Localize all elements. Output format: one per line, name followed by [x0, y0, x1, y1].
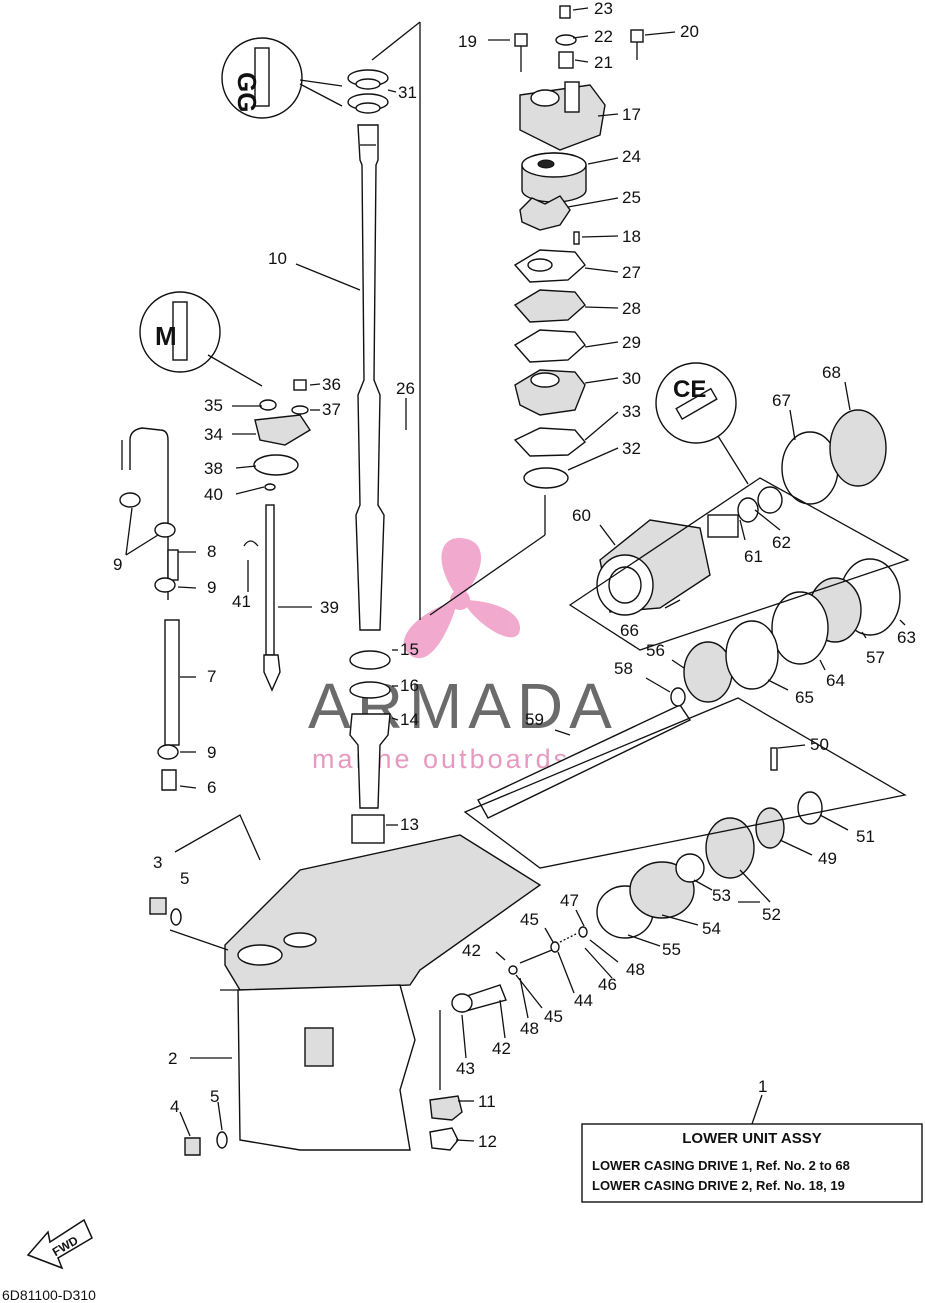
part-label: 41: [232, 592, 251, 611]
part-label: 5: [180, 869, 189, 888]
part-label: 33: [622, 402, 641, 421]
leader-lines: [125, 7, 906, 1142]
part-label: 24: [622, 147, 641, 166]
part-label: 46: [598, 975, 617, 994]
part-label: 57: [866, 648, 885, 667]
part-label: 66: [620, 621, 639, 640]
part-label: 8: [207, 542, 216, 561]
svg-text:CE: CE: [673, 376, 706, 403]
propeller-shaft-group: [451, 641, 907, 1013]
part-label: 47: [560, 891, 579, 910]
part-label: 25: [622, 188, 641, 207]
propeller-logo-icon: [403, 538, 520, 659]
lubricant-callout-right: CE: [655, 362, 749, 485]
part-label: 67: [772, 391, 791, 410]
part-label: 58: [614, 659, 633, 678]
part-label: 63: [897, 628, 916, 647]
part-label: 64: [826, 671, 845, 690]
part-label: 61: [744, 547, 763, 566]
svg-text:M: M: [155, 321, 177, 351]
assembly-box-title: LOWER UNIT ASSY: [682, 1130, 821, 1147]
part-label: 43: [456, 1059, 475, 1078]
part-label: 12: [478, 1132, 497, 1151]
part-label: 18: [622, 227, 641, 246]
part-label: 40: [204, 485, 223, 504]
part-label: 26: [396, 379, 415, 398]
assembly-box-line-1: LOWER CASING DRIVE 1, Ref. No. 2 to 68: [592, 1158, 850, 1173]
part-label: 30: [622, 369, 641, 388]
part-label: 39: [320, 598, 339, 617]
part-label: 34: [204, 425, 223, 444]
part-label: 23: [594, 0, 613, 18]
svg-text:GG: GG: [232, 72, 262, 112]
shaft-housing-group: [568, 409, 910, 690]
part-label: 55: [662, 940, 681, 959]
driveshaft-assembly: [347, 21, 421, 844]
part-label: 32: [622, 439, 641, 458]
part-label: 10: [268, 249, 287, 268]
lubricant-callout-mid: M: [139, 291, 263, 387]
part-label: 1: [758, 1077, 767, 1096]
part-number-labels: 23 22 21 19 20 17 24 25 18 27 28 29 30 3…: [113, 0, 916, 1151]
part-label: 48: [520, 1019, 539, 1038]
part-label: 19: [458, 32, 477, 51]
part-label: 54: [702, 919, 721, 938]
part-label: 20: [680, 22, 699, 41]
lubricant-callout-top: GG: [221, 37, 343, 119]
part-label: 29: [622, 333, 641, 352]
part-label: 45: [544, 1007, 563, 1026]
part-label: 56: [646, 641, 665, 660]
part-label: 7: [207, 667, 216, 686]
part-label: 3: [153, 853, 162, 872]
part-label: 13: [400, 815, 419, 834]
part-label: 14: [400, 710, 419, 729]
part-label: 52: [762, 905, 781, 924]
part-label: 5: [210, 1087, 219, 1106]
part-label: 62: [772, 533, 791, 552]
part-label: 42: [492, 1039, 511, 1058]
part-label: 59: [525, 710, 544, 729]
part-label: 68: [822, 363, 841, 382]
part-label: 9: [207, 743, 216, 762]
part-label: 28: [622, 299, 641, 318]
part-label: 45: [520, 910, 539, 929]
part-label: 4: [170, 1097, 179, 1116]
water-pump-parts: [429, 5, 644, 616]
forward-direction-arrow: FWD: [26, 1218, 93, 1270]
diagram-code: 6D81100-D310: [2, 1287, 96, 1303]
part-label: 22: [594, 27, 613, 46]
part-label: 9: [113, 555, 122, 574]
lower-casing: [149, 814, 542, 1156]
shift-rod-parts: [119, 379, 311, 791]
part-label: 9: [207, 578, 216, 597]
part-label: 50: [810, 735, 829, 754]
assembly-info-box: LOWER UNIT ASSY LOWER CASING DRIVE 1, Re…: [581, 1123, 923, 1203]
part-label: 6: [207, 778, 216, 797]
part-label: 51: [856, 827, 875, 846]
part-label: 36: [322, 375, 341, 394]
part-label: 11: [478, 1092, 496, 1111]
part-label: 42: [462, 941, 481, 960]
part-label: 53: [712, 886, 731, 905]
part-label: 60: [572, 506, 591, 525]
part-label: 2: [168, 1049, 177, 1068]
part-label: 15: [400, 640, 419, 659]
part-label: 27: [622, 263, 641, 282]
part-label: 31: [398, 83, 417, 102]
part-label: 35: [204, 396, 223, 415]
part-label: 17: [622, 105, 641, 124]
part-label: 16: [400, 676, 419, 695]
part-label: 48: [626, 960, 645, 979]
watermark-tagline: marine outboards: [312, 744, 570, 774]
assembly-box-line-2: LOWER CASING DRIVE 2, Ref. No. 18, 19: [592, 1178, 845, 1193]
part-label: 37: [322, 400, 341, 419]
part-label: 44: [574, 991, 593, 1010]
part-label: 21: [594, 53, 613, 72]
part-label: 49: [818, 849, 837, 868]
part-label: 38: [204, 459, 223, 478]
part-label: 65: [795, 688, 814, 707]
